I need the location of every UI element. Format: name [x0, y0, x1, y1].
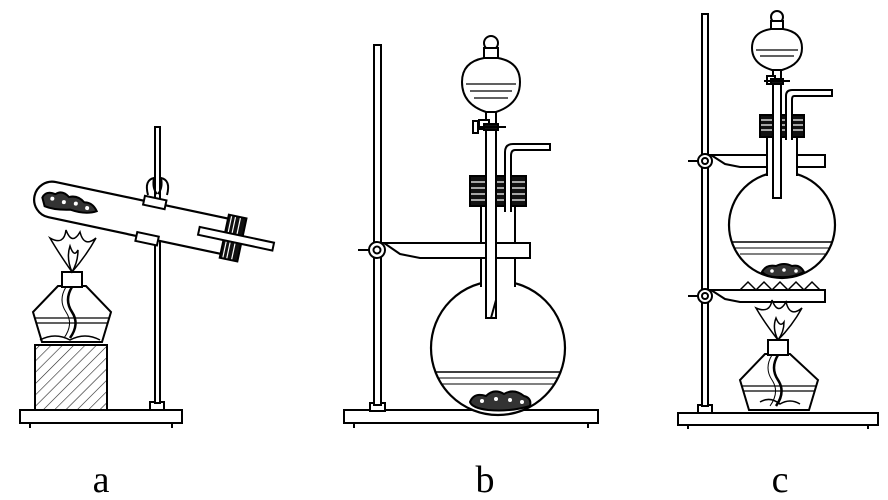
panel-label-c: c — [772, 459, 789, 500]
flame-a — [47, 229, 97, 274]
gas-outlet-tube-c — [785, 89, 833, 140]
apparatus-b — [343, 35, 599, 428]
round-flask-b — [429, 205, 567, 417]
panel-label-a: a — [93, 459, 110, 500]
wooden-block — [34, 344, 108, 411]
gas-outlet-tube-b — [504, 143, 551, 212]
clamp-lower-c — [688, 280, 826, 304]
stand-base-c — [677, 404, 879, 429]
panel-label-b: b — [476, 459, 495, 500]
flame-c — [754, 299, 803, 342]
apparatus-a — [19, 126, 276, 428]
alcohol-lamp-c — [738, 339, 820, 411]
separatory-funnel-b — [460, 35, 522, 319]
stopper-b — [469, 175, 527, 207]
clamp-a — [145, 176, 170, 196]
stand-base-b — [343, 402, 599, 428]
alcohol-lamp-a — [31, 271, 113, 343]
separatory-funnel-c — [750, 10, 804, 199]
test-tube — [33, 180, 276, 263]
stand-rod-c — [701, 13, 709, 407]
apparatus-c — [677, 10, 879, 429]
stand-rod-b — [373, 44, 382, 406]
clamp-upper-c — [688, 153, 826, 169]
stand-rod-a — [154, 126, 161, 404]
clamp-b — [358, 241, 531, 259]
